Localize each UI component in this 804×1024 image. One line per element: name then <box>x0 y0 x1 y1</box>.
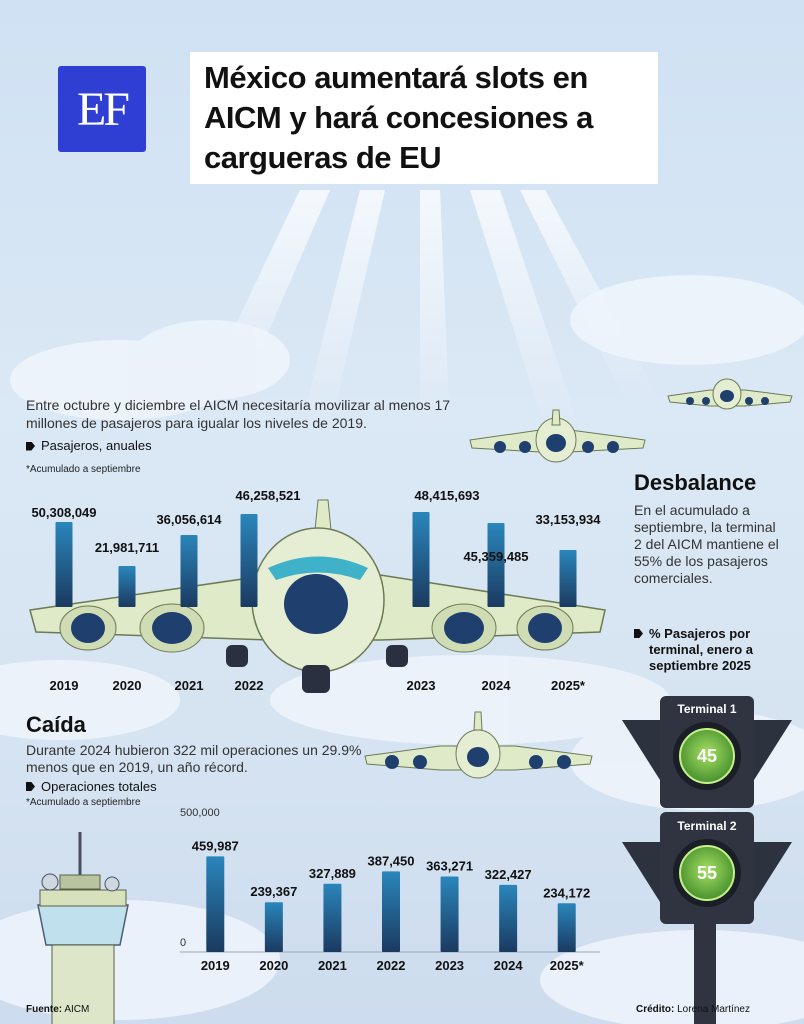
control-tower-illustration <box>37 832 129 1024</box>
legend-tag-icon <box>26 441 35 451</box>
operations-year-label: 2023 <box>435 958 464 973</box>
desbalance-legend-label: % Pasajeros por terminal, enero a septie… <box>649 626 754 673</box>
small-plane-illustration <box>469 409 646 463</box>
passengers-year-label: 2019 <box>50 678 79 693</box>
operations-value-label: 363,271 <box>426 858 473 873</box>
operations-value-label: 387,450 <box>368 853 415 868</box>
page-title: México aumentará slots en AICM y hará co… <box>204 60 593 175</box>
desbalance-legend: % Pasajeros por terminal, enero a septie… <box>634 626 794 674</box>
legend-tag-icon <box>26 782 35 791</box>
operations-y-tick: 0 <box>180 937 186 949</box>
operations-value-label: 234,172 <box>543 885 590 900</box>
operations-value-label: 239,367 <box>250 884 297 899</box>
operations-bar-chart: 500,000 0 459,987 2019 239,367 2020 327,889 202… <box>180 807 590 973</box>
legend-tag-icon <box>634 629 643 638</box>
caida-block: Caída Durante 2024 hubieron 322 mil oper… <box>26 712 366 808</box>
caida-legend-label: Operaciones totales <box>41 779 157 794</box>
small-plane-illustration <box>667 378 793 410</box>
passengers-value-label: 21,981,711 <box>95 540 159 555</box>
terminal-name-label: Terminal 1 <box>677 702 736 716</box>
passengers-year-label: 2023 <box>407 678 436 693</box>
passengers-year-label: 2025* <box>551 678 586 693</box>
desbalance-heading: Desbalance <box>634 470 757 495</box>
ef-logo: EF <box>58 66 146 152</box>
passengers-intro-text: Entre octubre y diciembre el AICM necesi… <box>26 397 451 431</box>
passengers-bar-2019 <box>55 522 73 607</box>
operations-year-label: 2021 <box>318 958 347 973</box>
passengers-year-label: 2020 <box>113 678 142 693</box>
passengers-legend-label: Pasajeros, anuales <box>41 438 152 453</box>
operations-year-label: 2024 <box>494 958 524 973</box>
passengers-year-label: 2024 <box>482 678 512 693</box>
terminal-name-label: Terminal 2 <box>677 819 736 833</box>
operations-bar-2020 <box>264 902 283 952</box>
source-label: Fuente: <box>26 1004 63 1015</box>
passengers-bar-2021 <box>180 535 198 607</box>
operations-bar-2025* <box>557 903 576 952</box>
credit-label: Crédito: <box>636 1004 675 1015</box>
passengers-bar-2020 <box>118 566 136 607</box>
headline-box: México aumentará slots en AICM y hará co… <box>190 52 658 184</box>
passengers-value-label: 48,415,693 <box>414 488 479 503</box>
operations-y-tick: 500,000 <box>180 807 220 819</box>
passengers-intro-block: Entre octubre y diciembre el AICM necesi… <box>26 396 496 479</box>
passengers-year-label: 2021 <box>175 678 204 693</box>
passengers-note: *Acumulado a septiembre <box>26 464 141 475</box>
passengers-year-label: 2022 <box>235 678 264 693</box>
operations-bar-2021 <box>323 883 342 952</box>
operations-value-label: 327,889 <box>309 866 356 881</box>
operations-value-label: 459,987 <box>192 838 239 853</box>
caida-text: Durante 2024 hubieron 322 mil operacione… <box>26 742 362 775</box>
large-plane-illustration <box>29 499 606 693</box>
terminal-share-value: 45 <box>697 746 717 766</box>
source-footer: Fuente: AICM <box>26 1004 89 1015</box>
passengers-value-label: 33,153,934 <box>535 512 601 527</box>
passengers-bar-2025* <box>559 550 577 607</box>
passengers-bar-2023 <box>412 512 430 607</box>
operations-bar-2023 <box>440 876 459 952</box>
operations-year-label: 2022 <box>377 958 406 973</box>
passengers-value-label: 46,258,521 <box>235 488 300 503</box>
passengers-bar-2022 <box>240 514 258 607</box>
operations-bar-2019 <box>206 856 225 952</box>
passengers-legend: Pasajeros, anuales <box>26 437 496 455</box>
passengers-value-label: 45,359,485 <box>463 549 528 564</box>
operations-year-label: 2020 <box>259 958 288 973</box>
passengers-value-label: 36,056,614 <box>156 512 222 527</box>
operations-bar-2022 <box>382 871 400 952</box>
credit-value: Lorena Martínez <box>677 1004 750 1015</box>
credit-footer: Crédito: Lorena Martínez <box>636 1004 750 1015</box>
desbalance-text: En el acumulado a septiembre, la termina… <box>634 502 779 586</box>
operations-year-label: 2019 <box>201 958 230 973</box>
caida-note: *Acumulado a septiembre <box>26 797 141 808</box>
terminal-share-value: 55 <box>697 863 717 883</box>
operations-bar-2024 <box>499 884 518 952</box>
small-plane-illustration <box>364 711 593 779</box>
passengers-value-label: 50,308,049 <box>31 505 96 520</box>
operations-year-label: 2025* <box>550 958 585 973</box>
caida-heading: Caída <box>26 712 86 737</box>
passengers-bar-2024 <box>487 523 505 607</box>
source-value: AICM <box>64 1004 90 1015</box>
passengers-bar-chart: 50,308,049 2019 21,981,711 2020 36,056,614 20… <box>31 488 601 693</box>
traffic-light-illustration <box>622 696 792 1024</box>
ef-logo-text: EF <box>76 82 130 136</box>
operations-value-label: 322,427 <box>485 867 532 882</box>
caida-legend: Operaciones totales <box>26 779 366 794</box>
